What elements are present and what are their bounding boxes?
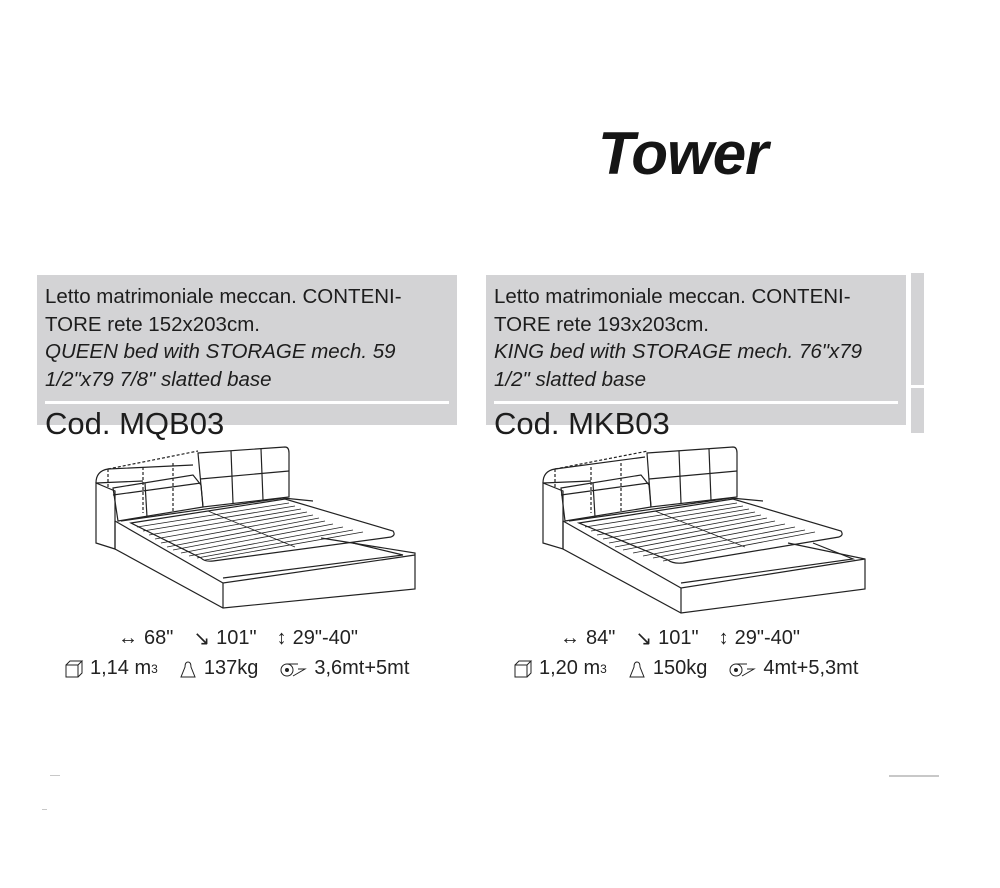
box-icon	[65, 660, 84, 677]
diagonal-arrow-icon: ↘	[193, 628, 211, 650]
horizontal-double-arrow-icon: ↔	[560, 627, 580, 649]
description-it-line-1: Letto matrimoniale meccan. CONTENI-	[45, 285, 402, 308]
product-card-queen: Letto matrimoniale meccan. CONTENI- TORE…	[37, 275, 457, 441]
description-en-line-2: 1/2" slatted base	[494, 367, 647, 391]
spec-width: ↔ 84"	[560, 627, 616, 649]
product-info-box: Letto matrimoniale meccan. CONTENI- TORE…	[486, 275, 906, 441]
spec-weight: 137kg	[178, 657, 258, 680]
faint-mark	[42, 809, 47, 810]
divider	[45, 401, 449, 404]
dimensions-row: ↔ 68" ↘ 101" ↕ 29"-40"	[118, 626, 378, 651]
spec-weight: 150kg	[627, 657, 707, 680]
bed-drawing-king	[542, 446, 866, 614]
description-it-line-2: TORE rete 193x203cm.	[494, 312, 709, 336]
description-en-line-1: KING bed with STORAGE mech. 76"x79	[494, 340, 863, 363]
horizontal-double-arrow-icon: ↔	[118, 627, 138, 649]
vertical-double-arrow-icon: ↕	[276, 627, 287, 649]
box-icon	[514, 660, 533, 677]
diagonal-arrow-icon: ↘	[635, 628, 653, 650]
product-description: Letto matrimoniale meccan. CONTENI- TORE…	[45, 283, 449, 393]
divider	[494, 401, 898, 404]
description-it-line-1: Letto matrimoniale meccan. CONTENI-	[494, 285, 851, 308]
description-en-line-1: QUEEN bed with STORAGE mech. 59	[45, 340, 396, 363]
description-en-line-2: 1/2"x79 7/8" slatted base	[45, 367, 272, 391]
faint-mark	[889, 775, 939, 777]
side-bar-decoration	[911, 273, 924, 433]
fabric-roll-icon	[729, 663, 757, 676]
page-title: Tower	[598, 120, 768, 187]
spec-length: ↘ 101"	[635, 627, 699, 650]
description-it-line-2: TORE rete 152x203cm.	[45, 312, 260, 336]
spec-fabric: 3,6mt+5mt	[278, 657, 409, 680]
spec-fabric: 4mt+5,3mt	[727, 657, 858, 680]
weight-icon	[180, 660, 196, 677]
spec-length: ↘ 101"	[193, 627, 257, 650]
product-card-king: Letto matrimoniale meccan. CONTENI- TORE…	[486, 275, 906, 441]
vertical-double-arrow-icon: ↕	[718, 627, 729, 649]
product-info-box: Letto matrimoniale meccan. CONTENI- TORE…	[37, 275, 457, 441]
weight-icon	[629, 660, 645, 677]
product-description: Letto matrimoniale meccan. CONTENI- TORE…	[494, 283, 898, 393]
faint-mark	[50, 775, 60, 776]
fabric-roll-icon	[280, 663, 308, 676]
spec-height: ↕ 29"-40"	[718, 627, 800, 649]
dimensions-row: ↔ 84" ↘ 101" ↕ 29"-40"	[560, 626, 820, 651]
product-code: Cod. MKB03	[494, 406, 670, 441]
bed-drawing-queen	[95, 446, 416, 609]
product-code: Cod. MQB03	[45, 406, 225, 441]
spec-height: ↕ 29"-40"	[276, 627, 358, 649]
spec-width: ↔ 68"	[118, 627, 174, 649]
